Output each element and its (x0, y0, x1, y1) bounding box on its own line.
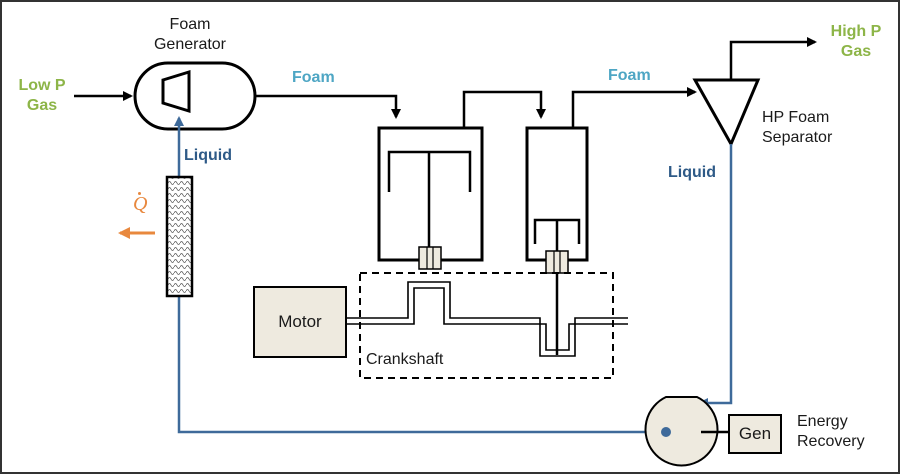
foam-generator-nozzle-icon (161, 69, 191, 114)
compression-cylinder-1 (377, 126, 484, 262)
energy-recovery-label: Energy Recovery (797, 412, 865, 452)
foam-generator (133, 61, 257, 131)
liquid-label-left: Liquid (184, 147, 232, 164)
generator-box (728, 414, 782, 454)
motor-label: Motor (278, 312, 322, 331)
gen-label: Gen (738, 424, 772, 443)
liquid-line-separator-to-pump (698, 144, 733, 408)
high-p-gas-label: High P Gas (822, 22, 890, 62)
energy-recovery-label-line-2: Recovery (797, 433, 865, 450)
foam-generator-label-line-2: Generator (153, 36, 227, 53)
low-p-gas-label-line-1: Low P (18, 77, 66, 94)
foam-generator-label: Foam Generator (128, 15, 252, 55)
liquid-label-right: Liquid (668, 164, 716, 181)
motor-box (253, 286, 347, 358)
heat-rejection-dot-icon (138, 192, 141, 195)
high-p-gas-outlet-line (729, 37, 817, 80)
low-p-gas-label: Low P Gas (14, 76, 70, 116)
foam-label-left: Foam (292, 69, 335, 86)
foam-generator-label-line-1: Foam (169, 16, 211, 33)
foam-line-to-separator (571, 87, 697, 128)
liquid-line-pump-to-heat-exchanger (177, 296, 666, 434)
hp-foam-separator-label-line-2: Separator (762, 129, 833, 146)
crankshaft-inner (347, 287, 628, 351)
foam-crossover-line (462, 90, 546, 128)
crankshaft-outer (347, 281, 628, 357)
high-p-gas-label-line-1: High P (830, 23, 882, 40)
high-p-gas-label-line-2: Gas (840, 43, 872, 60)
foam-line-to-cylinder-1 (255, 94, 401, 119)
rod-seal-1 (418, 246, 442, 270)
energy-recovery-turbine (644, 396, 719, 467)
rod-seal-2 (545, 250, 569, 274)
foam-label-right: Foam (608, 67, 651, 84)
crankshaft-housing (359, 272, 614, 379)
hp-foam-separator-label: HP Foam Separator (762, 108, 832, 148)
turbine-shaft-dot (661, 427, 671, 437)
hp-foam-separator-label-line-1: HP Foam (762, 109, 830, 126)
heat-exchanger (165, 175, 194, 298)
hp-foam-separator (692, 78, 761, 148)
energy-recovery-label-line-1: Energy (797, 413, 848, 430)
crankshaft-label: Crankshaft (366, 351, 444, 368)
low-p-gas-label-line-2: Gas (26, 97, 58, 114)
heat-rejection-label: Q (133, 193, 148, 215)
